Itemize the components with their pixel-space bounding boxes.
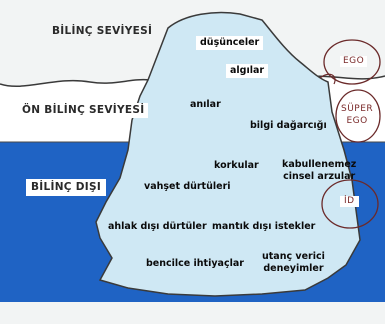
irrational-wishes-label: mantık dışı istekler xyxy=(212,221,316,232)
shameful-line-2: deneyimler xyxy=(263,263,324,275)
memories-label: anılar xyxy=(190,99,221,110)
superego-label: SÜPER EGO xyxy=(341,104,373,127)
selfish-needs-label: bencilce ihtiyaçlar xyxy=(146,258,244,269)
thoughts-label: düşünceler xyxy=(196,36,264,50)
superego-ellipse xyxy=(335,89,381,143)
unacceptable-desires-label: kabullenemez cinsel arzular xyxy=(282,159,356,184)
superego-line-2: EGO xyxy=(346,115,368,126)
superego-line-1: SÜPER xyxy=(341,104,374,114)
preconscious-level-label: ÖN BİLİNÇ SEVİYESİ xyxy=(18,103,149,118)
water-surface-line xyxy=(0,78,151,88)
iceberg-shape xyxy=(95,11,361,297)
violent-impulses-label: vahşet dürtüleri xyxy=(144,181,231,192)
ego-label: EGO xyxy=(340,56,368,67)
id-ellipse xyxy=(321,179,379,229)
unconscious-level-label: BİLİNÇ DIŞI xyxy=(26,179,107,196)
shameful-experiences-label: utanç verici deneyimler xyxy=(262,251,325,276)
unacceptable-line-1: kabullenemez xyxy=(282,159,357,170)
knowledge-label: bilgi dağarcığı xyxy=(250,120,327,131)
unacceptable-line-2: cinsel arzular xyxy=(283,171,356,183)
perceptions-label: algılar xyxy=(226,64,269,78)
shameful-line-1: utanç verici xyxy=(262,251,325,262)
ego-ellipse xyxy=(323,39,381,85)
conscious-level-label: BİLİNÇ SEVİYESİ xyxy=(52,25,153,37)
fears-label: korkular xyxy=(214,160,259,171)
bottom-strip xyxy=(0,302,385,320)
id-label: İD xyxy=(340,196,359,207)
ego-connector xyxy=(319,73,336,85)
immoral-impulses-label: ahlak dışı dürtüler xyxy=(108,221,207,232)
